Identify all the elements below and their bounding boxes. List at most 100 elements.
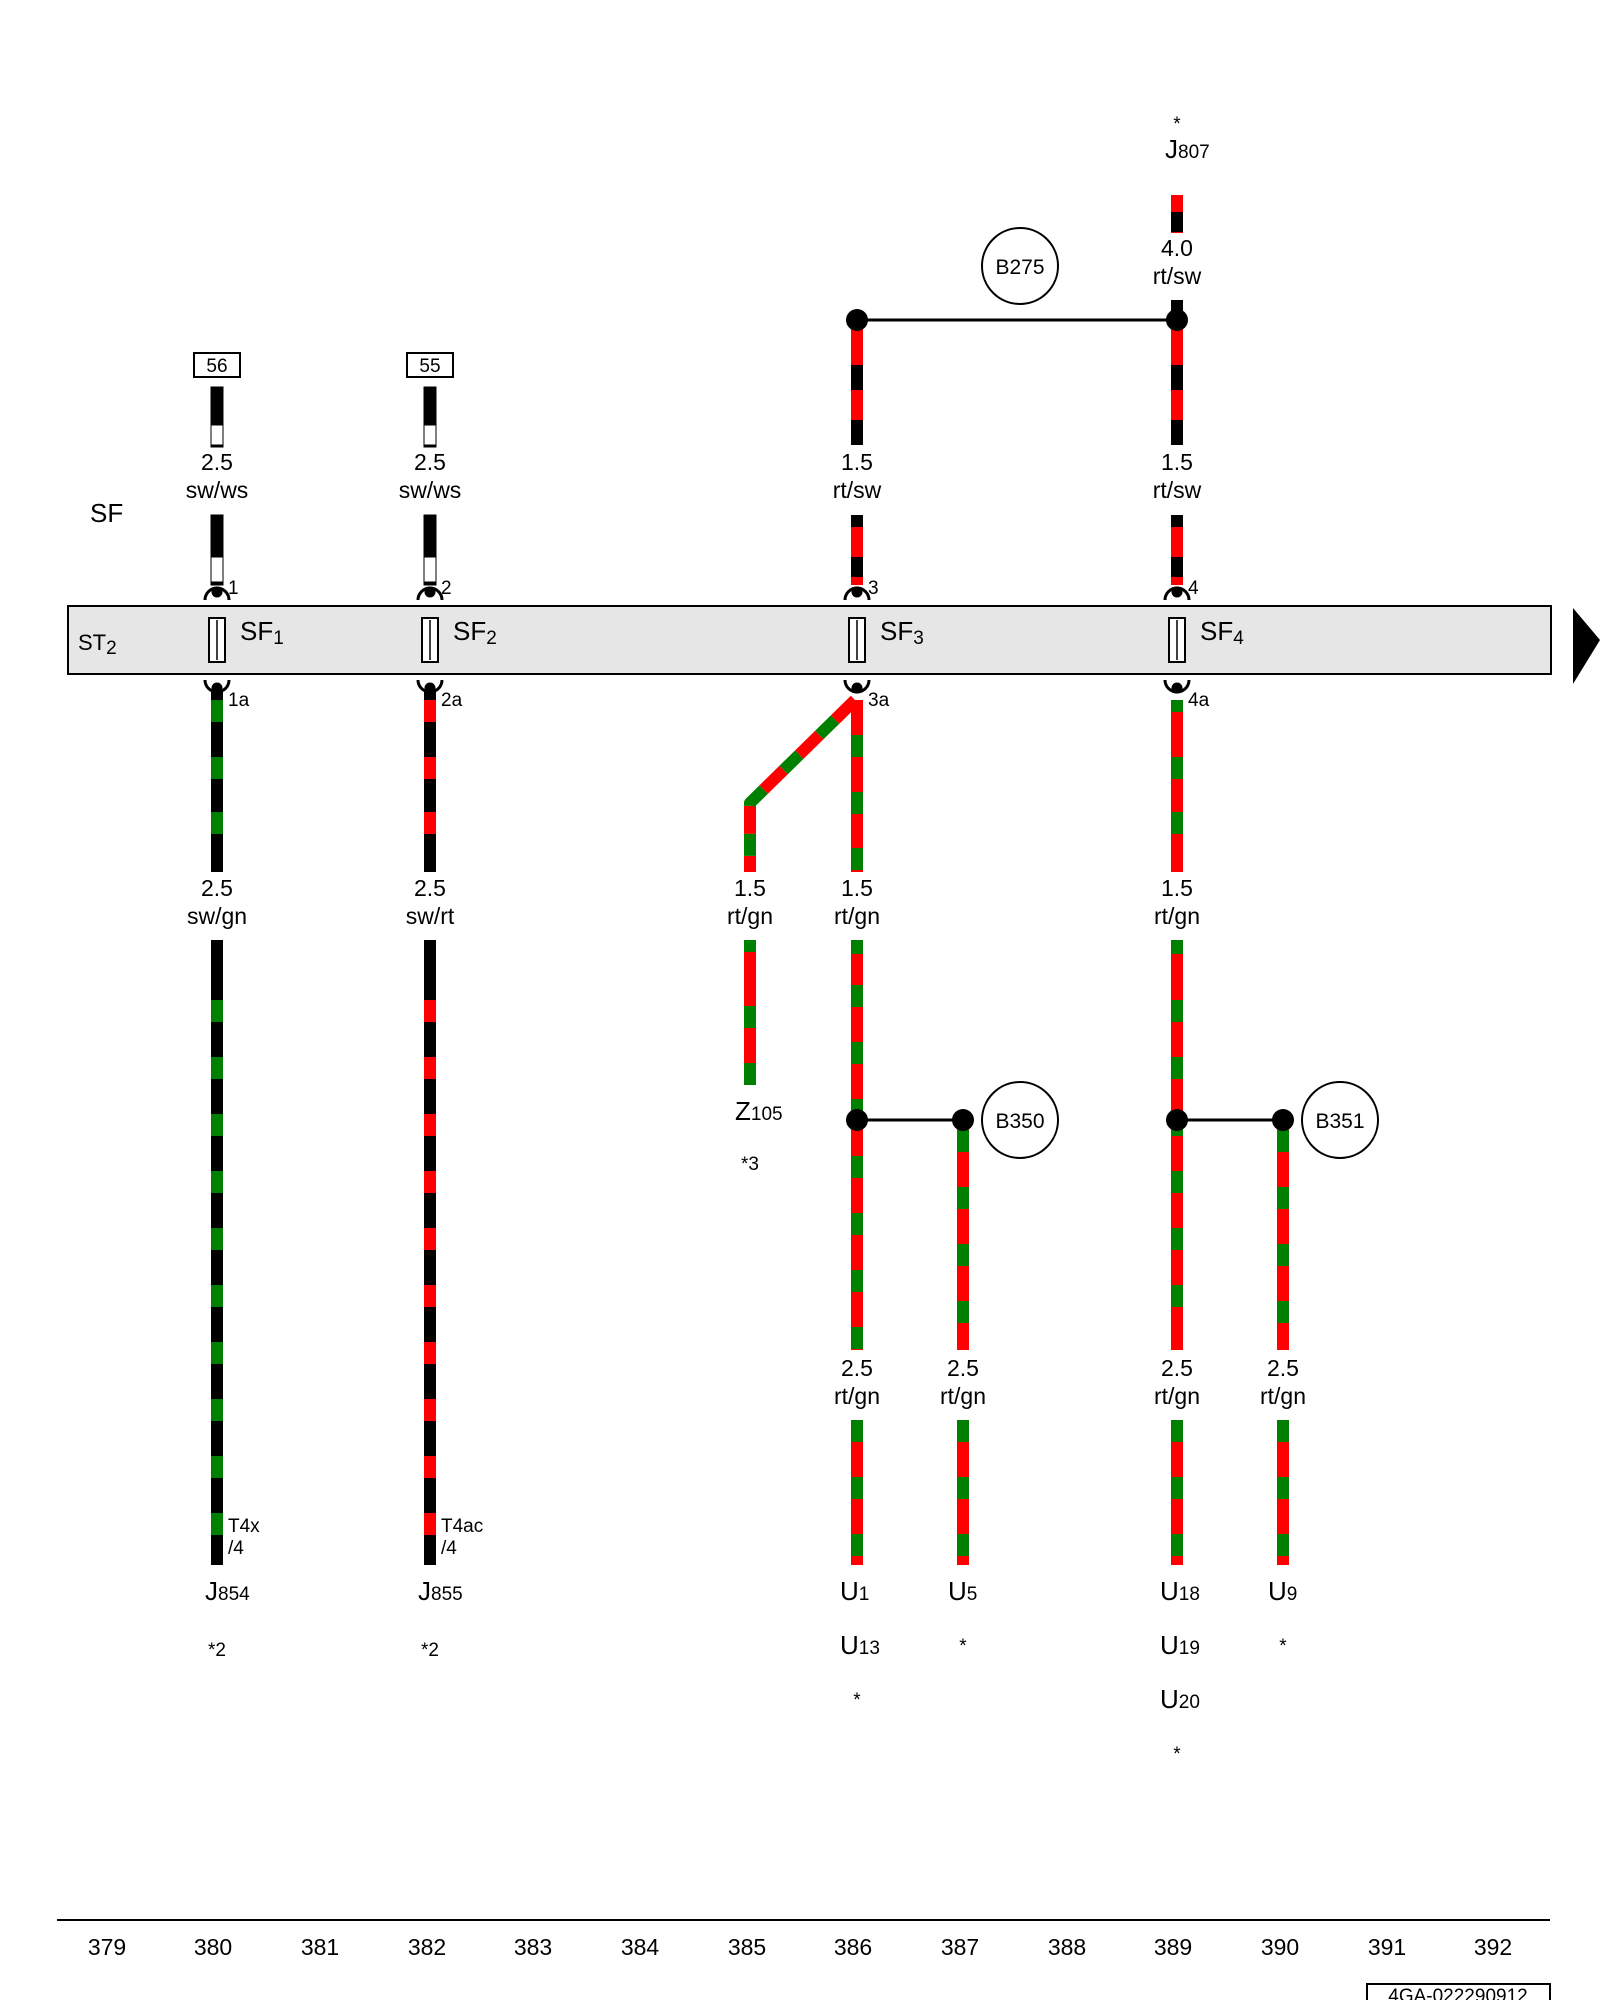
bottom-axis: 379 380 381 382 383 384 385 386 387 388 … [57, 1919, 1550, 1960]
splice-b350: B350 [981, 1081, 1059, 1159]
component-u9: U9 [1268, 1576, 1297, 1606]
pin-3: 3 [868, 578, 879, 599]
axis-number: 391 [1368, 1934, 1406, 1960]
fuse-sf2: SF2 [421, 616, 497, 663]
connector-labels: T4x /4 T4ac /4 [228, 1516, 483, 1559]
continue-arrow-icon [1573, 608, 1600, 684]
pin-arcs [203, 586, 1191, 694]
wire-sf3-to-b350 [851, 700, 863, 1565]
fuse-sf1: SF1 [208, 616, 284, 663]
wire-label-color: rt/gn [940, 1383, 986, 1409]
splice-dots [846, 309, 1294, 1131]
wire-label-color: rt/gn [1260, 1383, 1306, 1409]
wire-label-size: 2.5 [414, 449, 446, 475]
terminal-55: 55 [419, 356, 440, 377]
pin-2a: 2a [441, 690, 463, 711]
section-label: SF [90, 498, 123, 528]
axis-number: 387 [941, 1934, 979, 1960]
fuse-sf4: SF4 [1168, 616, 1244, 663]
fuse-strip: ST2 [67, 605, 1600, 684]
wire-label-size: 2.5 [841, 1355, 873, 1381]
wire-b350-to-u5 [957, 1120, 969, 1565]
axis-number: 392 [1474, 1934, 1512, 1960]
wire-label-color: sw/rt [406, 903, 455, 929]
component-u19: U19 [1160, 1630, 1200, 1660]
wire-label-color: rt/gn [1154, 903, 1200, 929]
pin-2: 2 [441, 578, 452, 599]
wire-b275-to-sf4 [1171, 320, 1183, 585]
wire-label-color: sw/gn [187, 903, 247, 929]
axis-number: 386 [834, 1934, 872, 1960]
note-j854: *2 [208, 1640, 226, 1661]
component-z105: Z105 [735, 1096, 783, 1126]
component-j855: J855 [418, 1576, 463, 1606]
connector-t4ac-pin: /4 [441, 1538, 457, 1559]
fuse-sf2-label: SF2 [453, 616, 497, 649]
svg-text:B351: B351 [1315, 1110, 1364, 1133]
wire-label-color: rt/gn [727, 903, 773, 929]
wire-label-color: sw/ws [399, 477, 462, 503]
component-u20: U20 [1160, 1684, 1200, 1714]
wire-label-color: rt/gn [834, 1383, 880, 1409]
svg-text:B275: B275 [995, 256, 1044, 279]
wire-label-color: sw/ws [186, 477, 249, 503]
note-u9: * [1279, 1636, 1287, 1657]
connector-t4x-pin: /4 [228, 1538, 244, 1559]
wire-56-to-sf1 [210, 386, 224, 586]
wire-labels: 2.5 sw/ws 2.5 sw/ws 1.5 rt/sw 1.5 rt/sw … [186, 235, 1306, 1409]
axis-number: 381 [301, 1934, 339, 1960]
wire-label-color: rt/gn [1154, 1383, 1200, 1409]
pin-4a: 4a [1188, 690, 1210, 711]
pin-3a: 3a [868, 690, 890, 711]
note-u5: * [959, 1636, 967, 1657]
component-u5: U5 [948, 1576, 977, 1606]
terminal-56: 56 [206, 356, 227, 377]
axis-number: 384 [621, 1934, 660, 1960]
note-u13: * [853, 1690, 861, 1711]
wire-b351-to-u9 [1277, 1120, 1289, 1565]
wire-label-size: 1.5 [734, 875, 766, 901]
note-z105: *3 [741, 1154, 759, 1175]
component-u13: U13 [840, 1630, 880, 1660]
wire-sf1-to-j854 [211, 692, 223, 1565]
fuse-sf4-label: SF4 [1200, 616, 1244, 649]
component-j854: J854 [205, 1576, 250, 1606]
pin-1: 1 [228, 578, 239, 599]
wire-sf4-to-b351 [1171, 700, 1183, 1565]
pin-4: 4 [1188, 578, 1199, 599]
wire-label-color: rt/sw [1153, 477, 1202, 503]
fuses: SF1 SF2 SF3 SF4 [208, 616, 1244, 663]
terminal-boxes: 56 55 [193, 352, 454, 378]
note-j855: *2 [421, 1640, 439, 1661]
splices: B275 B350 B351 [981, 227, 1379, 1159]
wire-55-to-sf2 [423, 386, 437, 586]
axis-number: 383 [514, 1934, 552, 1960]
axis-number: 389 [1154, 1934, 1192, 1960]
axis-number: 388 [1048, 1934, 1086, 1960]
component-u18: U18 [1160, 1576, 1200, 1606]
fuse-sf3: SF3 [848, 616, 924, 663]
axis-number: 390 [1261, 1934, 1299, 1960]
doc-id-box: 4GA-022290912 [1366, 1983, 1551, 2000]
fuse-sf1-label: SF1 [240, 616, 284, 649]
note-markers: * *2 *2 *3 * * * * [208, 114, 1287, 1765]
pin-1a: 1a [228, 690, 250, 711]
pin-numbers: 1 1a 2 2a 3 3a 4 4a [228, 578, 1210, 711]
axis-number: 380 [194, 1934, 232, 1960]
wire-label-color: rt/sw [1153, 263, 1202, 289]
wire-label-color: rt/gn [834, 903, 880, 929]
splice-b351: B351 [1301, 1081, 1379, 1159]
wire-sf3-to-z105 [744, 695, 860, 1085]
wire-label-size: 2.5 [947, 1355, 979, 1381]
wire-label-size: 1.5 [1161, 875, 1193, 901]
wire-label-size: 2.5 [414, 875, 446, 901]
svg-text:B350: B350 [995, 1110, 1044, 1133]
component-j807: J807 [1165, 134, 1210, 164]
connector-t4x: T4x [228, 1516, 260, 1537]
wire-sf2-to-j855 [424, 692, 436, 1565]
note-j807: * [1173, 114, 1181, 135]
axis-number: 385 [728, 1934, 766, 1960]
wire-label-size: 4.0 [1161, 235, 1193, 261]
doc-id: 4GA-022290912 [1388, 1986, 1527, 2000]
